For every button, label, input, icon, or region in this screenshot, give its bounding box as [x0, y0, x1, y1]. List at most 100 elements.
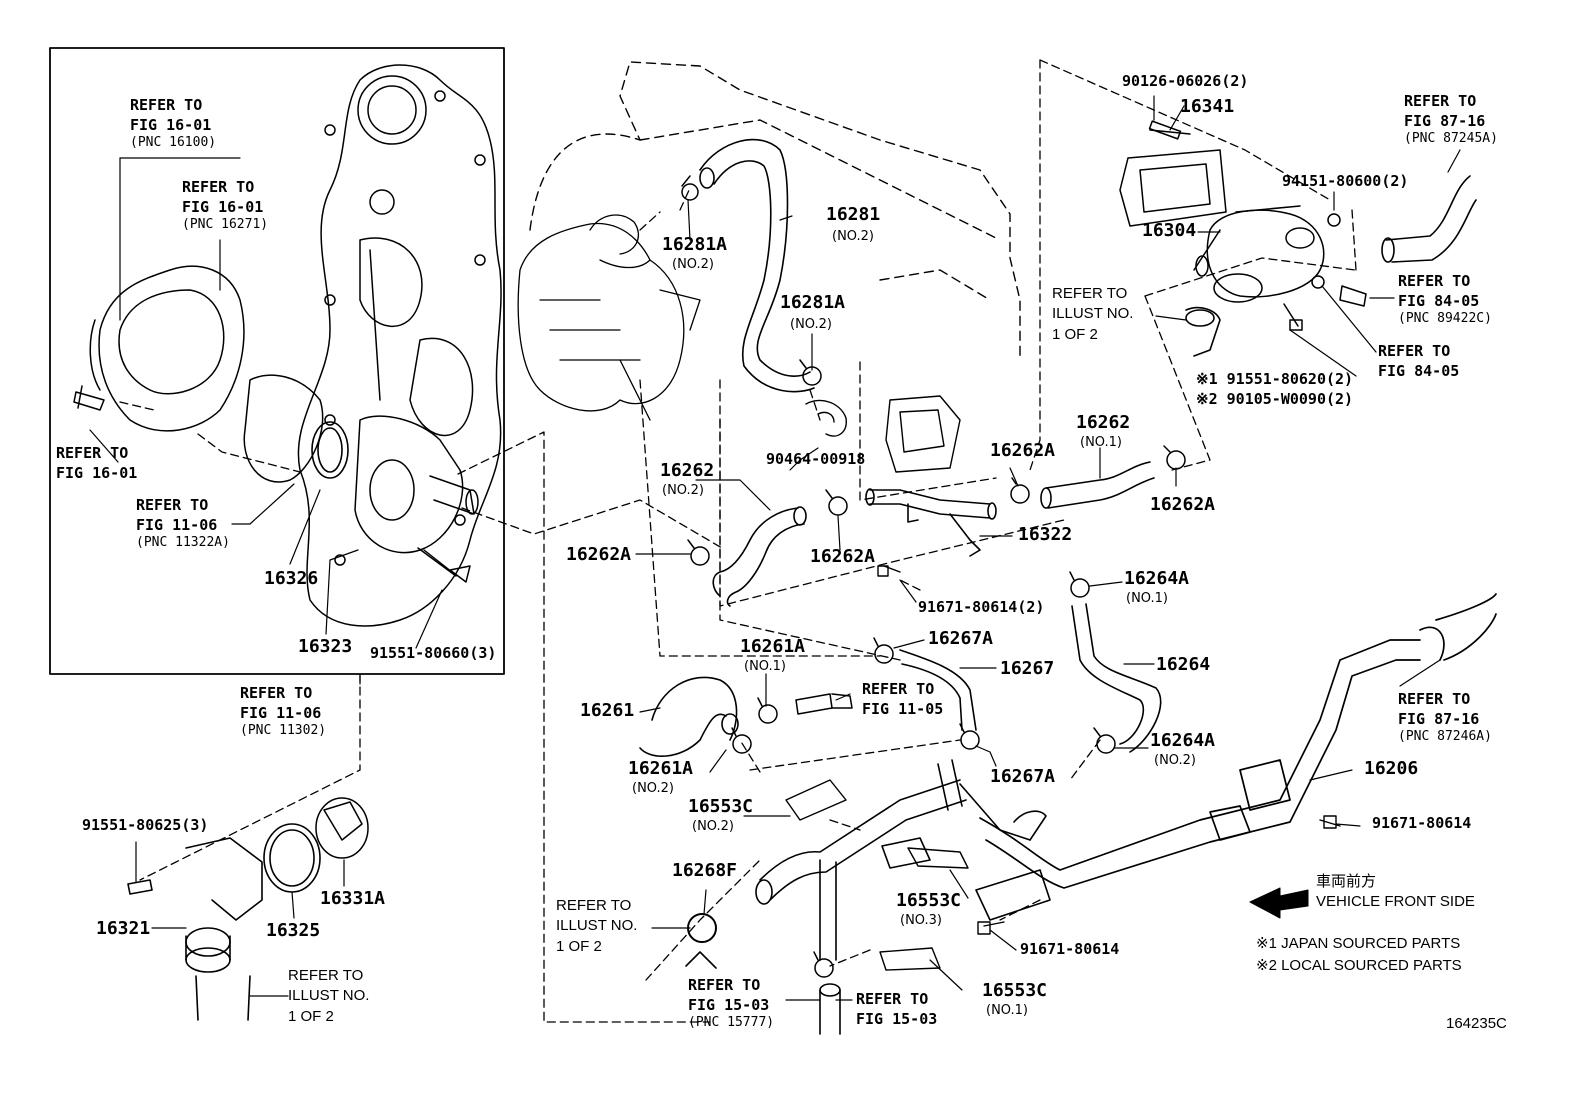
part-label-16341: 16341 — [1180, 96, 1235, 117]
ill-line1: REFER TO — [1052, 285, 1128, 302]
ref-illust-upper[interactable]: REFER TO ILLUST NO. 1 OF 2 — [1052, 284, 1133, 345]
ref-fig-11-06-pnc-11322a[interactable]: REFER TO FIG 11-06 (PNC 11322A) — [136, 496, 230, 552]
inlet-housing-16323 — [354, 415, 479, 583]
ref-line3: (PNC 89422C) — [1398, 311, 1492, 326]
inlet-16321 — [127, 837, 263, 1021]
brackets-16553C — [785, 779, 969, 971]
sensor-11-05 — [795, 693, 853, 715]
ref-line1: REFER TO — [856, 990, 929, 1008]
part-label-91551-80620: ※1 91551-80620(2) — [1196, 370, 1354, 388]
part-label-16281A-2: 16281A — [780, 292, 846, 313]
pipe-16322 — [865, 488, 997, 557]
ref-line2: FIG 15-03 — [688, 995, 770, 1014]
part-label-91551-80660: 91551-80660(3) — [370, 644, 497, 662]
gasket-center — [885, 395, 961, 473]
part-label-16281A-2-no: (NO.2) — [790, 317, 832, 332]
direction-label-jp: 車両前方 — [1316, 873, 1377, 890]
ill-line3: 1 OF 2 — [288, 1007, 334, 1025]
ref-line1: REFER TO — [688, 976, 761, 994]
part-label-16262A-b: 16262A — [1150, 494, 1216, 515]
ill-line3: 1 OF 2 — [556, 937, 602, 955]
ref-fig-87-16-pnc-87245a[interactable]: REFER TO FIG 87-16 (PNC 87245A) — [1404, 92, 1498, 148]
part-label-16262-no1: 16262 — [1076, 412, 1131, 433]
ref-line2: FIG 11-06 — [136, 515, 218, 534]
part-label-16262A-c: 16262A — [566, 544, 632, 565]
part-label-16261A-2: 16261A — [628, 758, 694, 779]
part-label-16264A-2-no: (NO.2) — [1154, 753, 1196, 768]
part-label-16281A-1-no: (NO.2) — [672, 257, 714, 272]
part-label-16281A-1: 16281A — [662, 234, 728, 255]
hose-16261 — [639, 676, 739, 757]
ill-line2: ILLUST NO. — [556, 917, 638, 935]
part-label-16281-no: (NO.2) — [832, 229, 874, 244]
ref-fig-15-03[interactable]: REFER TO FIG 15-03 — [856, 990, 937, 1029]
ref-fig-11-05[interactable]: REFER TO FIG 11-05 — [862, 680, 943, 719]
part-label-16261A-1: 16261A — [740, 636, 806, 657]
part-label-91671-b: 91671-80614 — [1020, 940, 1120, 958]
part-label-16264A-1-no: (NO.1) — [1126, 591, 1168, 606]
ref-fig-16-01-pnc-16100[interactable]: REFER TO FIG 16-01 (PNC 16100) — [130, 96, 216, 152]
ref-fig-84-05[interactable]: REFER TO FIG 84-05 — [1378, 342, 1459, 381]
bolt-91551-80620 — [1283, 303, 1303, 331]
hose-16262-no1 — [1040, 461, 1155, 509]
ill-line1: REFER TO — [288, 967, 364, 984]
hose-illust-upper — [1185, 306, 1221, 357]
part-label-16262-no2-no: (NO.2) — [662, 483, 704, 498]
thermostat-16331A — [315, 797, 369, 859]
ref-line3: (PNC 15777) — [688, 1015, 775, 1030]
part-label-16325: 16325 — [266, 920, 321, 941]
ref-line1: REFER TO — [1378, 342, 1451, 360]
note-local-sourced: ※2 LOCAL SOURCED PARTS — [1256, 957, 1462, 974]
bracket-90464 — [805, 399, 847, 437]
bolts — [423, 549, 1341, 935]
ref-line2: FIG 16-01 — [130, 115, 212, 134]
hose-16267 — [899, 649, 977, 731]
part-label-16268F: 16268F — [672, 860, 738, 881]
ref-line1: REFER TO — [136, 496, 209, 514]
ref-line1: REFER TO — [130, 96, 203, 114]
part-label-16281: 16281 — [826, 204, 881, 225]
ref-line2: FIG 11-06 — [240, 703, 322, 722]
engine-block — [517, 214, 701, 421]
ref-line1: REFER TO — [1404, 92, 1477, 110]
part-label-16267: 16267 — [1000, 658, 1055, 679]
hose-16262-no2 — [712, 506, 807, 607]
ref-line3: (PNC 16100) — [130, 135, 217, 150]
gasket-16325 — [263, 823, 321, 893]
housing-16304 — [1193, 205, 1341, 303]
ref-line1: REFER TO — [56, 444, 129, 462]
ill-line3: 1 OF 2 — [1052, 325, 1098, 343]
part-label-16264: 16264 — [1156, 654, 1211, 675]
part-label-16261A-1-no: (NO.1) — [744, 659, 786, 674]
part-label-90126: 90126-06026(2) — [1122, 72, 1249, 90]
leader-lines — [89, 95, 1461, 1001]
ref-line3: (PNC 16271) — [182, 217, 269, 232]
ref-fig-16-01-pnc-16271[interactable]: REFER TO FIG 16-01 (PNC 16271) — [182, 178, 268, 234]
inset-frame — [49, 47, 505, 675]
hose-16281 — [699, 138, 815, 393]
part-label-16553C-no2: 16553C — [688, 796, 754, 817]
part-label-16304: 16304 — [1142, 220, 1197, 241]
ref-line3: (PNC 87246A) — [1398, 729, 1492, 744]
part-label-16264A-1: 16264A — [1124, 568, 1190, 589]
ref-line1: REFER TO — [1398, 272, 1471, 290]
ref-line1: REFER TO — [182, 178, 255, 196]
ref-fig-16-01[interactable]: REFER TO FIG 16-01 — [56, 444, 137, 483]
ref-illust-middle[interactable]: REFER TO ILLUST NO. 1 OF 2 — [556, 896, 637, 957]
ref-line1: REFER TO — [862, 680, 935, 698]
ref-fig-87-16-pnc-87246a[interactable]: REFER TO FIG 87-16 (PNC 87246A) — [1398, 690, 1492, 746]
part-label-94151: 94151-80600(2) — [1282, 172, 1409, 190]
housing-16341 — [1119, 120, 1227, 227]
clamps — [681, 175, 1186, 978]
water-pump — [73, 265, 324, 483]
ref-line1: REFER TO — [240, 684, 313, 702]
ref-fig-11-06-pnc-11302[interactable]: REFER TO FIG 11-06 (PNC 11302) — [240, 684, 326, 740]
ref-illust-lower[interactable]: REFER TO ILLUST NO. 1 OF 2 — [288, 966, 369, 1027]
ref-fig-84-05-pnc-89422c[interactable]: REFER TO FIG 84-05 (PNC 89422C) — [1398, 272, 1492, 328]
ref-fig-15-03-pnc-15777[interactable]: REFER TO FIG 15-03 (PNC 15777) — [688, 976, 774, 1032]
ref-line2: FIG 87-16 — [1404, 111, 1486, 130]
part-label-90464: 90464-00918 — [766, 450, 866, 468]
part-label-16321: 16321 — [96, 918, 151, 939]
ill-line2: ILLUST NO. — [288, 987, 370, 1005]
engine-outline — [529, 61, 1021, 361]
